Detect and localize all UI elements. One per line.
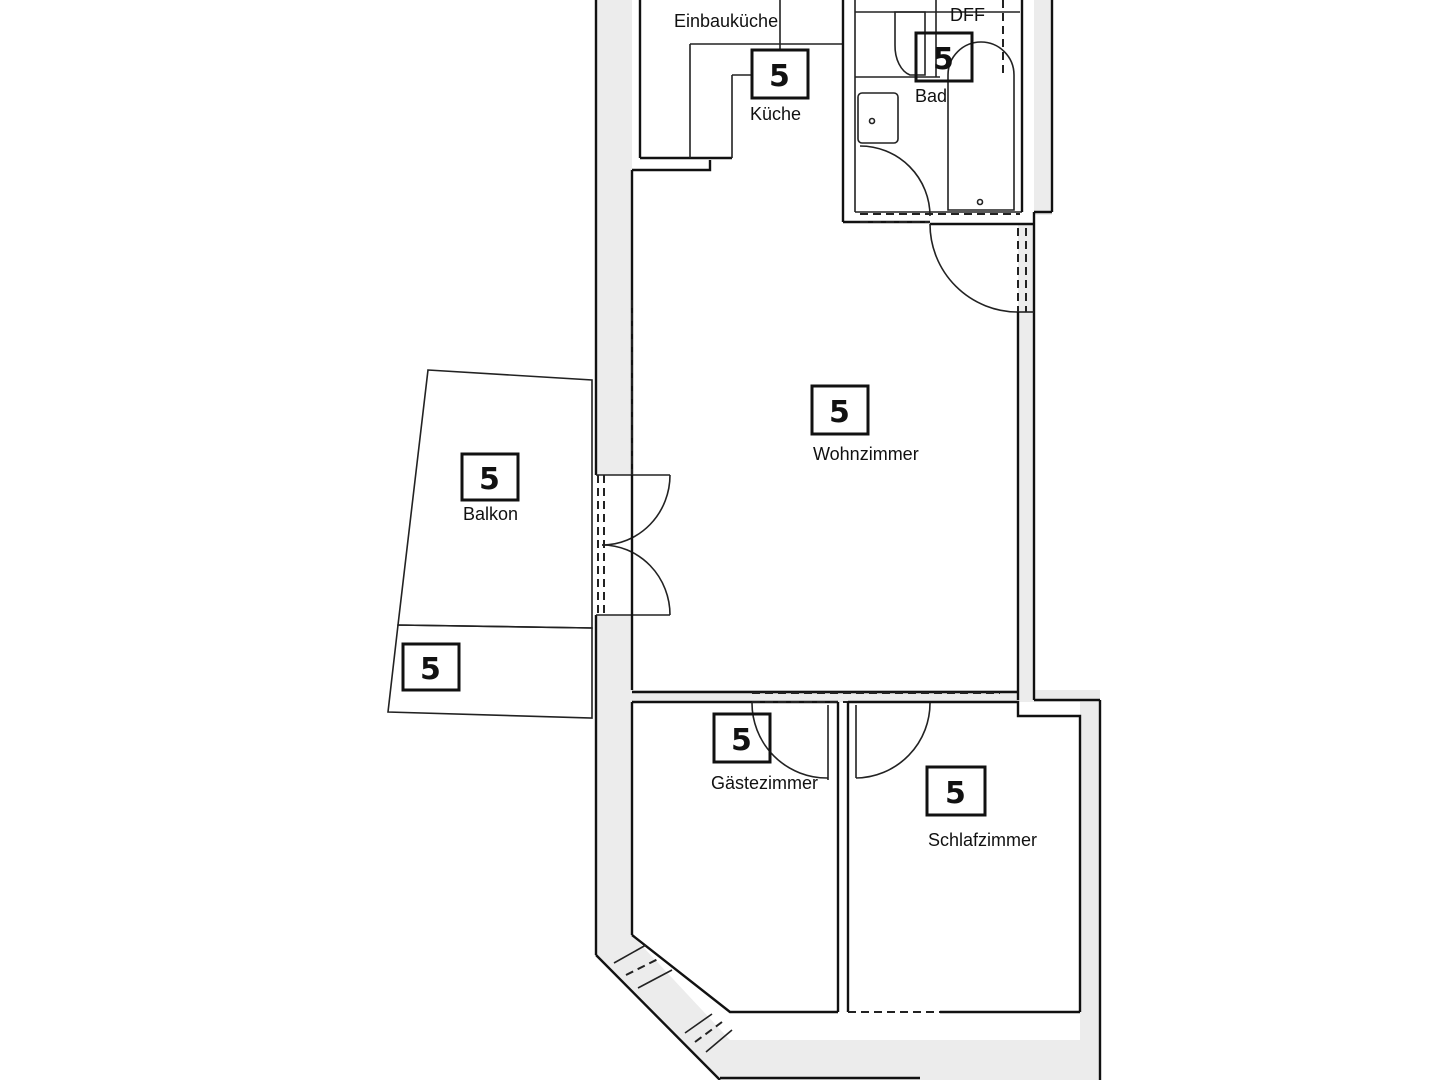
label-gaestezimmer: Gästezimmer — [711, 773, 818, 793]
room-gaestezimmer: 5 Gästezimmer — [711, 712, 818, 793]
room-balkon-lower: 5 — [401, 642, 461, 692]
balcony-doors — [596, 474, 671, 690]
rating-badge — [810, 384, 870, 436]
label-bad: Bad — [915, 86, 947, 106]
living-door — [929, 222, 1034, 700]
rating-badge — [401, 642, 461, 692]
bathroom-area — [841, 0, 1024, 224]
label-schlafzimmer: Schlafzimmer — [928, 830, 1037, 850]
rating-badge — [712, 712, 772, 764]
rating-badge — [914, 31, 974, 83]
rating-value: 5 — [731, 723, 752, 758]
rating-badge — [750, 48, 810, 100]
lower-rooms — [613, 690, 1082, 1053]
room-balkon: 5 Balkon — [460, 452, 520, 524]
label-balkon: Balkon — [463, 504, 518, 524]
room-kueche: 5 Küche — [750, 48, 810, 124]
room-einbaukueche: Einbauküche — [674, 11, 778, 31]
rating-value: 5 — [769, 59, 790, 94]
kitchen-area — [630, 0, 843, 475]
label-wohnzimmer: Wohnzimmer — [813, 444, 919, 464]
rating-badge — [925, 765, 987, 817]
room-schlafzimmer: 5 Schlafzimmer — [925, 765, 1037, 850]
rating-value: 5 — [945, 776, 966, 811]
room-bad: 5 Bad — [914, 31, 974, 106]
rating-value: 5 — [420, 652, 441, 687]
rating-badge — [460, 452, 520, 502]
room-wohnzimmer: 5 Wohnzimmer — [810, 384, 919, 464]
rating-value: 5 — [479, 462, 500, 497]
rating-value: 5 — [829, 395, 850, 430]
balcony — [387, 369, 593, 719]
label-kueche: Küche — [750, 104, 801, 124]
room-dff: DFF — [950, 5, 985, 25]
rating-value: 5 — [933, 42, 954, 77]
label-dff: DFF — [950, 5, 985, 25]
outer-walls — [594, 0, 1102, 1080]
label-einbaukueche: Einbauküche — [674, 11, 778, 31]
